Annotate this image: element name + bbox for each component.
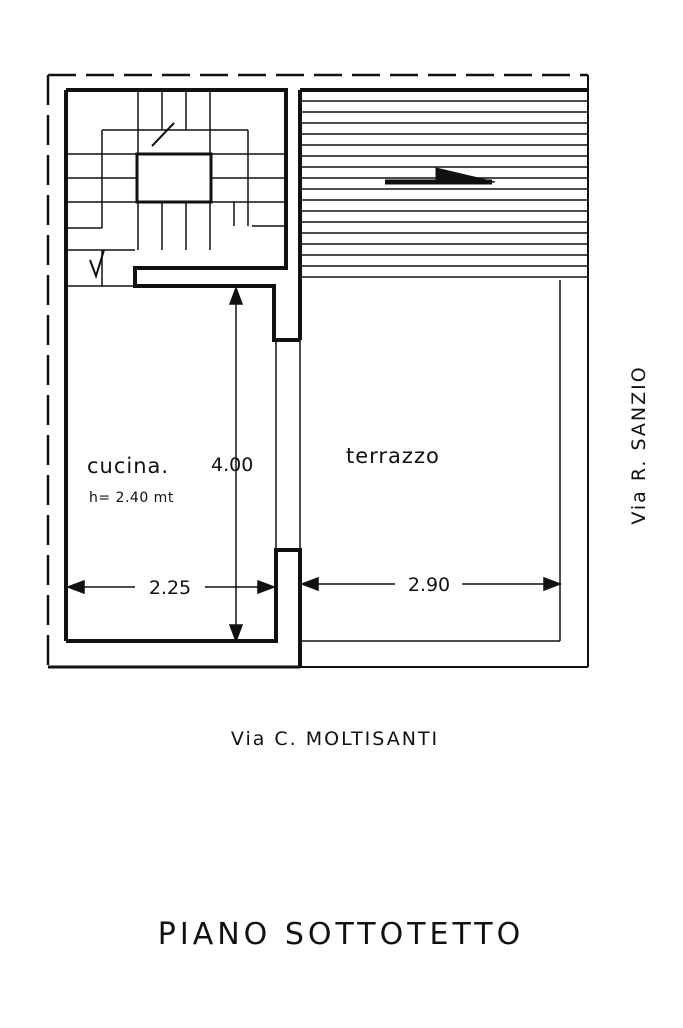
terrace-parapet [300, 280, 561, 642]
stair-arrow-top [151, 122, 175, 147]
dimension-terrazzo-width: 2.90 [408, 574, 450, 596]
outer-boundary [46, 73, 589, 669]
dimension-lines [65, 285, 563, 644]
dimension-cucina-width: 2.25 [149, 577, 191, 599]
stair-well [135, 152, 213, 204]
room-label-terrazzo: terrazzo [346, 444, 440, 468]
stair-arrow-bottom [89, 249, 105, 280]
stair-enclosure-wall [66, 88, 300, 342]
plan-title: PIANO SOTTOTETTO [158, 917, 524, 952]
roof-hatching [300, 100, 588, 278]
room-height-note: h= 2.40 mt [89, 490, 174, 506]
walls [64, 88, 588, 667]
room-label-cucina: cucina. [87, 454, 169, 478]
staircase [66, 90, 286, 287]
bottom-wall-cucina [66, 548, 302, 667]
street-label-right: Via R. SANZIO [628, 365, 650, 524]
partition-thin-lines [275, 340, 301, 550]
dimension-cucina-depth: 4.00 [211, 454, 253, 476]
slope-arrow [385, 167, 496, 185]
street-label-bottom: Via C. MOLTISANTI [231, 728, 439, 750]
